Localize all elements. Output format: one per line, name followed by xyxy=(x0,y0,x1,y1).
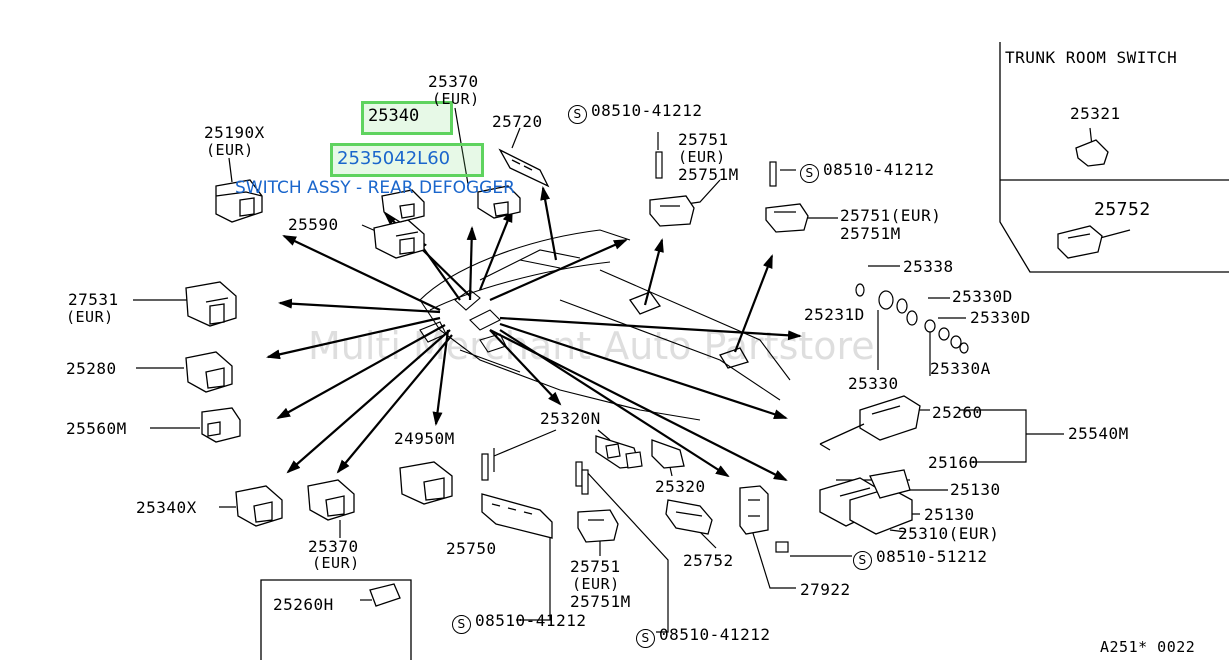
label-25130-b[interactable]: 25130 xyxy=(924,505,975,524)
label-25590[interactable]: 25590 xyxy=(288,215,339,234)
label-25370-bottom[interactable]: 25370 xyxy=(308,537,359,556)
label-25260h[interactable]: 25260H xyxy=(273,595,334,614)
label-25751m-right[interactable]: 25751M xyxy=(840,224,901,243)
bolt-s-icon: S xyxy=(568,105,587,124)
label-25340x[interactable]: 25340X xyxy=(136,498,197,517)
label-25370-top-eur: (EUR) xyxy=(432,90,480,108)
label-25752-bottom[interactable]: 25752 xyxy=(683,551,734,570)
label-25338[interactable]: 25338 xyxy=(903,257,954,276)
bolt-s-icon: S xyxy=(800,164,819,183)
label-25320[interactable]: 25320 xyxy=(655,477,706,496)
trunk-inset-frame xyxy=(999,42,1229,273)
label-25540m[interactable]: 25540M xyxy=(1068,424,1129,443)
label-25751-bottom-eur: (EUR) xyxy=(572,575,620,593)
label-25190x-eur: (EUR) xyxy=(206,141,254,159)
trunk-inset-title: TRUNK ROOM SWITCH xyxy=(1005,48,1178,67)
diagram-code: A251* 0022 xyxy=(1100,638,1196,656)
highlight-description: SWITCH ASSY - REAR DEFOGGER xyxy=(235,178,515,198)
label-25310-eur[interactable]: 25310(EUR) xyxy=(898,524,1000,543)
label-25750[interactable]: 25750 xyxy=(446,539,497,558)
label-text: 08510-41212 xyxy=(659,625,771,644)
label-text: 08510-51212 xyxy=(876,547,988,566)
bolt-s-icon: S xyxy=(636,629,655,648)
console-outline xyxy=(419,229,791,421)
label-25260[interactable]: 25260 xyxy=(932,403,983,422)
label-24950m[interactable]: 24950M xyxy=(394,429,455,448)
label-27922[interactable]: 27922 xyxy=(800,580,851,599)
switch-components xyxy=(185,139,1109,607)
label-25190x[interactable]: 25190X xyxy=(204,123,265,142)
label-25751m-bottom[interactable]: 25751M xyxy=(570,592,631,611)
label-25751-right-eur[interactable]: 25751(EUR) xyxy=(840,206,942,225)
label-text: 08510-41212 xyxy=(823,160,935,179)
bolt-s-icon: S xyxy=(853,551,872,570)
label-25370-bottom-eur: (EUR) xyxy=(312,554,360,572)
label-25330d-b[interactable]: 25330D xyxy=(970,308,1031,327)
label-25231d[interactable]: 25231D xyxy=(804,305,865,324)
label-27531[interactable]: 27531 xyxy=(68,290,119,309)
label-27531-eur: (EUR) xyxy=(66,308,114,326)
assembly-arrows xyxy=(266,186,802,481)
label-25320n[interactable]: 25320N xyxy=(540,409,601,428)
store-watermark: Multi Merchant Auto Partstore xyxy=(308,324,875,368)
label-25720[interactable]: 25720 xyxy=(492,112,543,131)
bottom-inset-frame xyxy=(260,579,412,660)
label-25752-inset[interactable]: 25752 xyxy=(1094,199,1151,220)
label-25280[interactable]: 25280 xyxy=(66,359,117,378)
hardware-items xyxy=(481,151,969,553)
label-25130-a[interactable]: 25130 xyxy=(950,480,1001,499)
highlight-part-number[interactable]: 25340 xyxy=(361,101,453,135)
label-25330[interactable]: 25330 xyxy=(848,374,899,393)
label-25560m[interactable]: 25560M xyxy=(66,419,127,438)
label-25330a[interactable]: 25330A xyxy=(930,359,991,378)
label-25751m-top[interactable]: 25751M xyxy=(678,165,739,184)
label-25330d-a[interactable]: 25330D xyxy=(952,287,1013,306)
label-text: 08510-41212 xyxy=(591,101,703,120)
label-text: 08510-41212 xyxy=(475,611,587,630)
label-25370-top[interactable]: 25370 xyxy=(428,72,479,91)
highlight-alt-part-number[interactable]: 2535042L60 xyxy=(330,143,484,177)
label-25321[interactable]: 25321 xyxy=(1070,104,1121,123)
label-25160[interactable]: 25160 xyxy=(928,453,979,472)
label-25751-top[interactable]: 25751 xyxy=(678,130,729,149)
bolt-s-icon: S xyxy=(452,615,471,634)
label-25751-top-eur: (EUR) xyxy=(678,148,726,166)
label-25751-bottom[interactable]: 25751 xyxy=(570,557,621,576)
